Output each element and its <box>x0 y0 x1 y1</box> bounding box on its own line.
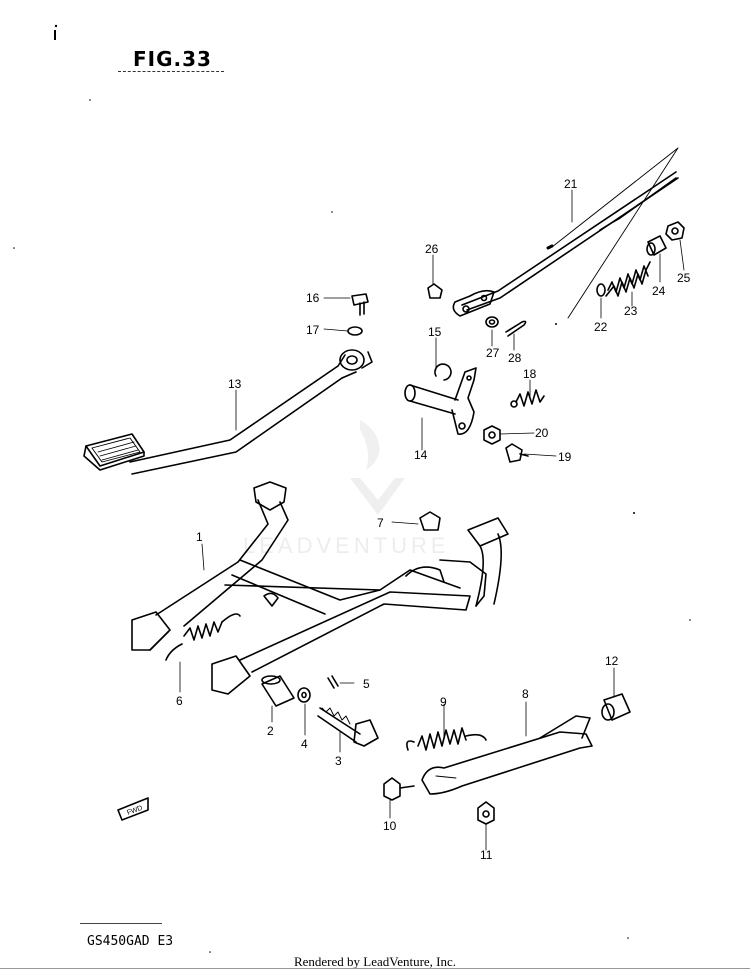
callout-3: 3 <box>335 754 342 768</box>
callout-1: 1 <box>196 530 203 544</box>
watermark-text: LEADVENTURE <box>243 533 450 558</box>
callout-21: 21 <box>564 177 578 191</box>
circlip-15 <box>434 363 452 381</box>
washer-22 <box>596 283 606 297</box>
cotter-pin-28 <box>505 320 527 337</box>
fwd-arrow-icon <box>117 797 149 821</box>
model-code: GS450GAD E3 <box>87 934 174 949</box>
callout-4: 4 <box>301 737 308 751</box>
callout-8: 8 <box>522 687 529 701</box>
callout-2: 2 <box>267 724 274 738</box>
callout-5: 5 <box>363 677 370 691</box>
stopper-12 <box>601 693 631 721</box>
callout-16: 16 <box>306 291 320 305</box>
figure-title: FIG.33 <box>133 47 212 71</box>
spring-9 <box>406 727 487 751</box>
bolt-3 <box>317 707 379 747</box>
cotter-pin-5 <box>327 675 339 689</box>
washer-27 <box>485 316 499 328</box>
callout-22: 22 <box>594 320 608 334</box>
spring-23 <box>605 261 651 297</box>
center-stand-1 <box>131 481 509 695</box>
callout-numbers: 1 2 3 4 5 6 7 8 9 10 11 12 13 14 15 16 1… <box>176 177 691 862</box>
title-underline <box>118 71 224 72</box>
nut-20 <box>483 425 501 445</box>
washer-17 <box>347 326 363 336</box>
cap-24 <box>646 235 667 256</box>
callout-9: 9 <box>440 695 447 709</box>
callout-19: 19 <box>558 450 572 464</box>
callout-11: 11 <box>480 848 493 862</box>
callout-24: 24 <box>652 284 666 298</box>
washer-4 <box>297 687 311 703</box>
callout-18: 18 <box>523 367 537 381</box>
bolt-16 <box>351 293 369 316</box>
callout-13: 13 <box>228 377 242 391</box>
callout-26: 26 <box>425 242 439 256</box>
nut-11 <box>477 801 495 825</box>
callout-27: 27 <box>486 346 500 360</box>
callout-15: 15 <box>428 325 442 339</box>
clip-26 <box>427 283 443 299</box>
bottom-rule <box>0 968 750 969</box>
callout-28: 28 <box>508 351 522 365</box>
callout-12: 12 <box>605 654 619 668</box>
spring-18 <box>510 389 545 408</box>
callout-20: 20 <box>535 426 549 440</box>
model-rule <box>80 923 162 924</box>
spring-6 <box>165 613 241 661</box>
nut-25 <box>665 221 685 241</box>
callout-25: 25 <box>677 271 691 285</box>
callout-14: 14 <box>414 448 428 462</box>
footer-credit: Rendered by LeadVenture, Inc. <box>293 954 457 969</box>
callout-23: 23 <box>624 304 638 318</box>
callout-10: 10 <box>383 819 397 833</box>
brake-pedal-13 <box>83 349 373 475</box>
cap-7 <box>419 511 441 531</box>
guide-lines <box>551 147 679 319</box>
side-stand-8 <box>421 715 593 795</box>
brake-shaft-14 <box>404 367 477 435</box>
watermark: LEADVENTURE <box>243 420 450 558</box>
bolt-10 <box>383 777 415 801</box>
leader-lines <box>179 189 685 851</box>
brake-rod-21 <box>452 171 679 317</box>
callout-7: 7 <box>377 516 384 530</box>
collar-2 <box>261 675 295 707</box>
print-specks <box>13 24 691 953</box>
bolt-19 <box>505 443 529 463</box>
callout-17: 17 <box>306 323 320 337</box>
callout-6: 6 <box>176 694 183 708</box>
